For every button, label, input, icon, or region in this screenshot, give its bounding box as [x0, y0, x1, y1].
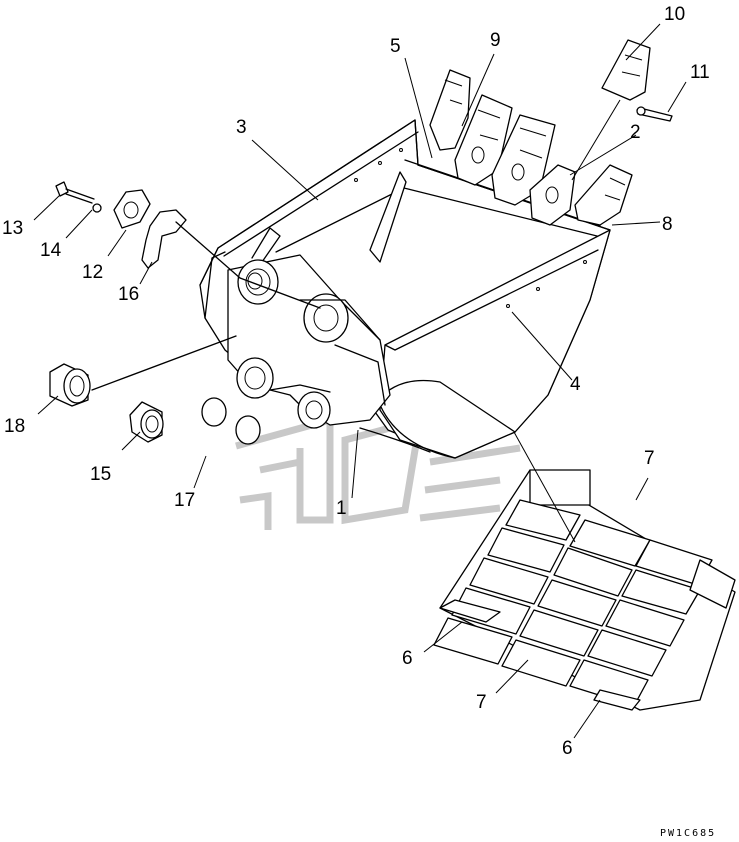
bucket-teeth [429, 69, 633, 226]
callout-labels: 1 2 3 4 5 6 6 7 7 8 9 10 11 12 13 14 15 … [2, 4, 710, 759]
callout-2: 2 [630, 122, 641, 143]
shims-part [201, 397, 261, 445]
callout-8: 8 [662, 214, 673, 235]
callout-9: 9 [490, 30, 501, 51]
tooth-tip-part [601, 39, 651, 101]
leader-lines [33, 23, 687, 739]
nut-plate-part [113, 189, 151, 229]
callout-18: 18 [4, 416, 25, 437]
callout-17: 17 [174, 490, 195, 511]
callout-16: 16 [118, 284, 139, 305]
callout-10: 10 [664, 4, 685, 25]
callout-1: 1 [336, 498, 347, 519]
callout-13: 13 [2, 218, 23, 239]
callout-5: 5 [390, 36, 401, 57]
wear-plate-assembly [433, 469, 736, 711]
callout-7a: 7 [644, 448, 655, 469]
mounting-brackets [227, 254, 391, 429]
lock-pin-part [636, 106, 673, 122]
sleeve-part [129, 401, 164, 443]
bushing-part [49, 363, 91, 407]
bolt-part [55, 181, 95, 204]
callout-14: 14 [40, 240, 62, 261]
callout-3: 3 [236, 117, 247, 138]
washer-part [92, 203, 102, 213]
drawing-code: PW1C685 [660, 828, 716, 839]
callout-6b: 6 [562, 738, 573, 759]
callout-12: 12 [82, 262, 103, 283]
callout-4: 4 [570, 374, 581, 395]
lock-plate-part [141, 209, 241, 279]
callout-11: 11 [690, 62, 710, 83]
callout-6a: 6 [402, 648, 413, 669]
callout-7b: 7 [476, 692, 487, 713]
callout-15: 15 [90, 464, 111, 485]
